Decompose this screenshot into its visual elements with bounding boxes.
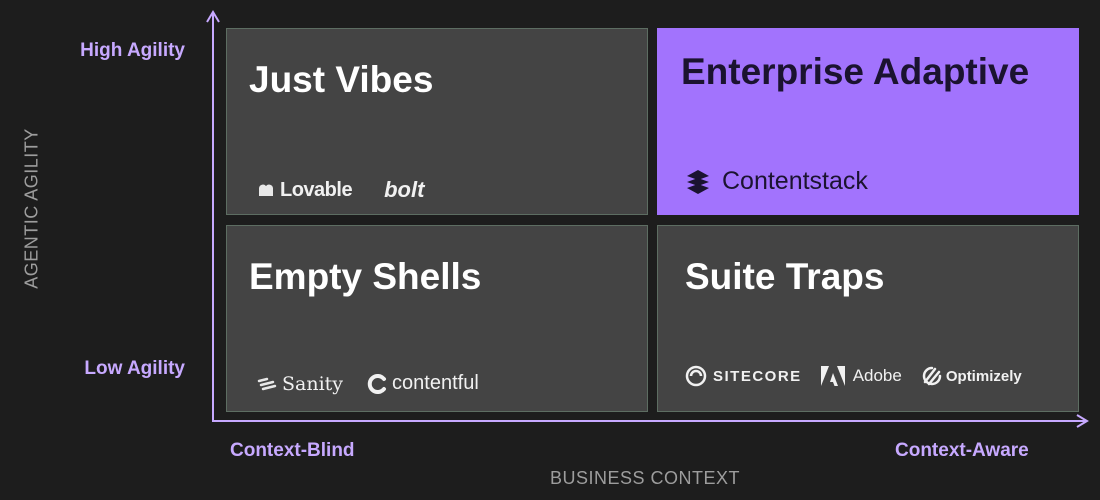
adobe-icon (820, 365, 846, 387)
contentstack-icon (684, 168, 712, 196)
sanity-icon (257, 377, 277, 391)
lovable-label: Lovable (280, 178, 353, 201)
sanity-logo: Sanity (257, 373, 343, 395)
x-axis-right-label: Context-Aware (895, 440, 1029, 461)
quadrant-title: Just Vibes (249, 59, 434, 100)
adobe-logo: Adobe (820, 365, 902, 387)
sitecore-icon (685, 365, 707, 387)
contentful-icon (367, 373, 389, 395)
optimizely-logo: Optimizely (920, 365, 1022, 387)
quadrant-title: Enterprise Adaptive (681, 51, 1030, 92)
sanity-label: Sanity (282, 372, 344, 395)
logo-row: Lovable bolt (257, 177, 424, 203)
y-axis-high-label: High Agility (80, 40, 185, 61)
logo-row: SITECORE Adobe Optimizely (685, 365, 1022, 387)
optimizely-icon (920, 365, 944, 387)
optimizely-label: Optimizely (945, 367, 1022, 385)
bolt-logo: bolt (384, 177, 424, 203)
y-axis-low-label: Low Agility (84, 358, 185, 379)
quadrant-empty-shells: Empty Shells Sanity contentful (226, 225, 648, 412)
quadrant-suite-traps: Suite Traps SITECORE Adobe (657, 225, 1079, 412)
quadrant-enterprise-adaptive: Enterprise Adaptive Contentstack (657, 28, 1079, 215)
x-axis-title: BUSINESS CONTEXT (550, 468, 741, 488)
contentstack-label: Contentstack (722, 167, 868, 195)
contentful-logo: contentful (367, 372, 479, 395)
logo-row: Contentstack (684, 167, 868, 196)
x-axis-left-label: Context-Blind (230, 440, 355, 461)
lovable-icon (257, 182, 275, 198)
quadrant-just-vibes: Just Vibes Lovable bolt (226, 28, 648, 215)
lovable-logo: Lovable (257, 178, 353, 202)
quadrant-title: Empty Shells (249, 256, 482, 297)
sitecore-logo: SITECORE (685, 365, 802, 387)
x-axis-arrowhead (1076, 414, 1089, 428)
sitecore-label: SITECORE (713, 367, 802, 385)
bolt-label: bolt (384, 177, 425, 202)
y-axis-arrowhead (206, 10, 220, 23)
contentstack-logo: Contentstack (684, 167, 868, 196)
contentful-label: contentful (392, 372, 479, 394)
adobe-label: Adobe (852, 366, 902, 385)
logo-row: Sanity contentful (257, 372, 479, 395)
y-axis-title: AGENTIC AGILITY (21, 128, 42, 289)
quadrant-title: Suite Traps (685, 256, 885, 297)
